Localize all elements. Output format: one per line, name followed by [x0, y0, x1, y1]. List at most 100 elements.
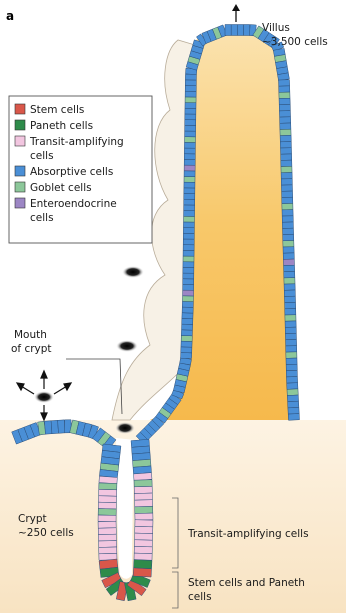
epithelial-cell	[181, 330, 192, 336]
epithelial-cell	[185, 131, 196, 137]
epithelial-cell	[183, 250, 194, 256]
epithelial-cell	[185, 74, 196, 80]
stem-zone-label-line2: cells	[188, 591, 212, 603]
epithelial-cell	[286, 346, 297, 352]
epithelial-cell	[288, 407, 299, 414]
epithelial-cell	[237, 25, 243, 36]
epithelial-cell	[135, 500, 153, 507]
legend-label-absorptive: Absorptive cells	[30, 166, 113, 178]
epithelial-cell	[45, 421, 52, 434]
epithelial-cell	[184, 194, 195, 200]
epithelial-cell	[133, 568, 151, 577]
epithelial-cell	[285, 327, 296, 333]
epithelial-cell	[182, 324, 193, 330]
epithelial-cell	[185, 91, 196, 97]
epithelial-cell	[185, 114, 196, 120]
epithelial-cell	[279, 104, 290, 110]
legend-label-stem: Stem cells	[30, 104, 84, 116]
legend-label-transit: Transit-amplifying	[29, 136, 124, 148]
epithelial-cell	[286, 352, 297, 358]
epithelial-cell	[58, 420, 65, 433]
epithelial-cell	[98, 502, 116, 509]
epithelial-cell	[281, 166, 292, 172]
epithelial-cell	[183, 273, 194, 279]
epithelial-cell	[281, 160, 292, 166]
epithelial-cell	[98, 496, 116, 503]
epithelial-cell	[285, 339, 296, 345]
epithelial-cell	[279, 92, 290, 98]
mouth-label-line1: Mouth	[14, 329, 47, 341]
epithelial-cell	[184, 148, 195, 154]
crypt-opening-icon	[115, 422, 135, 434]
crypt-count: ~250 cells	[18, 527, 74, 539]
epithelial-cell	[51, 420, 58, 433]
epithelial-cell	[283, 234, 294, 240]
epithelial-cell	[99, 541, 117, 548]
epithelial-cell	[280, 142, 291, 148]
epithelial-cell	[285, 302, 296, 308]
epithelial-cell	[280, 148, 291, 154]
legend-swatch-transit	[15, 136, 25, 146]
epithelial-cell	[184, 142, 195, 148]
epithelial-cell	[185, 97, 196, 103]
epithelial-cell	[181, 347, 192, 353]
epithelial-cell	[184, 165, 195, 171]
epithelial-cell	[99, 489, 117, 496]
epithelial-cell	[281, 154, 292, 160]
epithelial-cell	[225, 25, 231, 36]
epithelial-cell	[183, 216, 194, 222]
epithelial-cell	[181, 335, 192, 341]
epithelial-cell	[184, 199, 195, 205]
epithelial-cell	[98, 509, 116, 516]
epithelial-cell	[281, 185, 292, 191]
epithelial-cell	[182, 296, 193, 302]
epithelial-cell	[135, 526, 153, 533]
epithelial-cell	[283, 241, 294, 247]
epithelial-cell	[283, 253, 294, 259]
epithelial-cell	[185, 103, 196, 109]
epithelial-cell	[184, 154, 195, 160]
epithelial-cell	[184, 176, 195, 182]
epithelial-cell	[280, 135, 291, 141]
epithelial-cell	[285, 321, 296, 327]
epithelial-cell	[135, 513, 153, 520]
epithelial-cell	[184, 182, 195, 188]
epithelial-cell	[183, 262, 194, 268]
epithelial-cell	[286, 370, 297, 376]
epithelial-cell	[285, 315, 296, 321]
crypt-label: Crypt	[18, 513, 47, 525]
epithelial-cell	[185, 125, 196, 131]
epithelial-cell	[99, 547, 117, 554]
stem-zone-label-line1: Stem cells and Paneth	[188, 577, 305, 589]
epithelial-cell	[134, 546, 152, 553]
epithelial-cell	[183, 267, 194, 273]
epithelial-cell	[282, 210, 293, 216]
crypt-opening-icon	[122, 266, 144, 278]
mouth-label-line2: of crypt	[11, 343, 52, 355]
epithelial-cell	[135, 533, 153, 540]
epithelial-cell	[184, 205, 195, 211]
epithelial-cell	[284, 271, 295, 277]
epithelial-cell	[183, 256, 194, 262]
epithelial-cell	[98, 515, 116, 522]
epithelial-cell	[183, 290, 194, 296]
epithelial-cell	[286, 364, 297, 370]
epithelial-cell	[279, 111, 290, 117]
epithelial-cell	[281, 172, 292, 178]
legend-label-enteroendocrine: Enteroendocrine	[30, 198, 117, 210]
legend-label-goblet: Goblet cells	[30, 182, 92, 194]
epithelial-cell	[98, 521, 116, 528]
legend-label-transit: cells	[30, 150, 54, 162]
epithelial-cell	[185, 120, 196, 126]
epithelial-cell	[182, 313, 193, 319]
legend-swatch-absorptive	[15, 166, 25, 176]
mouth-leader-line	[66, 359, 122, 414]
epithelial-cell	[282, 216, 293, 222]
crypt-opening-icon	[34, 391, 54, 403]
epithelial-cell	[280, 123, 291, 129]
legend-swatch-goblet	[15, 182, 25, 192]
legend-swatch-paneth	[15, 120, 25, 130]
legend-label-paneth: Paneth cells	[30, 120, 93, 132]
